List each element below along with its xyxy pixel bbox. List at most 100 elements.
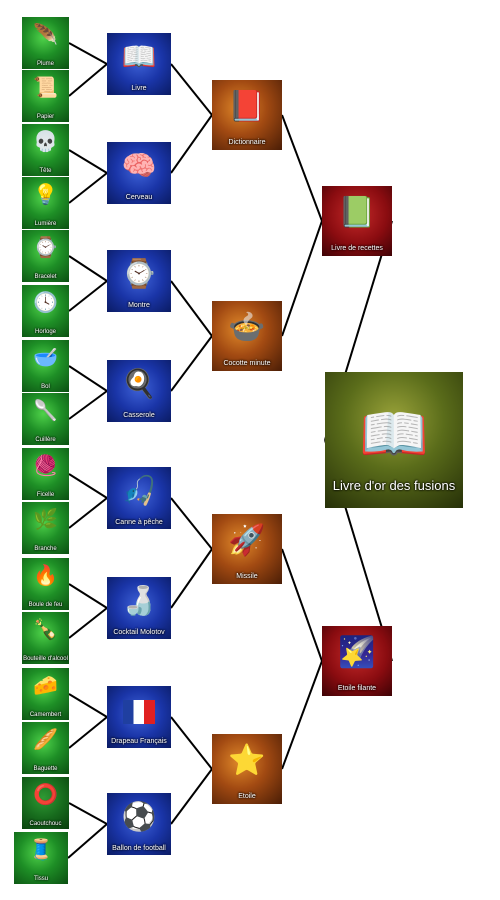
node-tissu[interactable]: 🧵 Tissu: [14, 832, 68, 884]
edge-cocotte_minute-to-livre_de_recettes: [281, 220, 323, 337]
pressure-cooker-icon: 🍲: [228, 311, 266, 344]
edge-baguette-to-drapeau_francais: [68, 716, 108, 749]
feather-icon: 🪶: [33, 24, 58, 46]
edge-boule_de_feu-to-cocktail_molotov: [68, 583, 108, 609]
bottle-icon: 🍾: [33, 619, 58, 641]
node-label: Ballon de football: [112, 845, 166, 852]
node-cocotte-minute[interactable]: 🍲 Cocotte minute: [212, 301, 282, 371]
node-cocktail-molotov[interactable]: 🍶 Cocktail Molotov: [107, 577, 171, 639]
edge-montre-to-cocotte_minute: [170, 280, 213, 337]
node-label: Ficelle: [36, 492, 55, 498]
node-montre[interactable]: ⌚ Montre: [107, 250, 171, 312]
node-etoile[interactable]: ⭐ Etoile: [212, 734, 282, 804]
node-ballon-de-football[interactable]: ⚽ Ballon de football: [107, 793, 171, 855]
edge-livre-to-dictionnaire: [170, 63, 213, 116]
flag-france-icon: [123, 700, 155, 724]
node-bol[interactable]: 🥣 Bol: [22, 340, 69, 392]
node-label: Tissu: [33, 876, 49, 882]
node-etoile-filante[interactable]: 🌠 Etoile filante: [322, 626, 392, 696]
node-label: Casserole: [123, 412, 155, 419]
node-casserole[interactable]: 🍳 Casserole: [107, 360, 171, 422]
node-label: Cerveau: [125, 194, 153, 201]
fireball-icon: 🔥: [33, 565, 58, 587]
edge-drapeau_francais-to-etoile: [170, 716, 213, 770]
node-label: Etoile: [238, 793, 256, 800]
recipe-book-icon: 📗: [338, 196, 376, 229]
node-baguette[interactable]: 🥖 Baguette: [22, 722, 69, 774]
soccer-ball-icon: ⚽: [121, 801, 157, 832]
lightbulb-icon: 💡: [33, 184, 58, 206]
edge-ballon_de_football-to-etoile: [170, 768, 213, 825]
node-label: Caoutchouc: [29, 821, 62, 827]
node-cuillere[interactable]: 🥄 Cuillère: [22, 393, 69, 445]
baguette-icon: 🥖: [33, 729, 58, 751]
node-label: Missile: [236, 573, 258, 580]
node-label: Cuillère: [35, 437, 56, 443]
node-label: Bouteille d'alcool: [23, 656, 68, 662]
node-label: Dictionnaire: [228, 139, 266, 146]
edge-casserole-to-cocotte_minute: [170, 335, 213, 392]
node-camembert[interactable]: 🧀 Camembert: [22, 668, 69, 720]
node-papier[interactable]: 📜 Papier: [22, 70, 69, 122]
clock-icon: 🕓: [33, 292, 58, 314]
branch-icon: 🌿: [33, 509, 58, 531]
node-label: Cocktail Molotov: [113, 629, 165, 636]
node-label: Tête: [39, 168, 52, 174]
open-book-icon: 📖: [121, 41, 157, 72]
node-boule-de-feu[interactable]: 🔥 Boule de feu: [22, 558, 69, 610]
node-label: Bracelet: [34, 274, 57, 280]
node-missile[interactable]: 🚀 Missile: [212, 514, 282, 584]
molotov-icon: 🍶: [121, 585, 157, 616]
node-canne-a-peche[interactable]: 🎣 Canne à pêche: [107, 467, 171, 529]
saucepan-icon: 🍳: [121, 368, 157, 399]
node-drapeau-francais[interactable]: Drapeau Français: [107, 686, 171, 748]
spoon-icon: 🥄: [33, 400, 58, 422]
edge-caoutchouc-to-ballon_de_football: [68, 802, 108, 825]
edge-dictionnaire-to-livre_de_recettes: [281, 114, 323, 222]
bowl-icon: 🥣: [33, 347, 58, 369]
dictionary-icon: 📕: [228, 90, 266, 123]
edge-branche-to-canne_a_peche: [68, 497, 108, 529]
edge-ficelle-to-canne_a_peche: [68, 473, 108, 499]
node-label: Camembert: [29, 712, 62, 718]
node-label: Bol: [41, 384, 50, 390]
node-bracelet[interactable]: ⌚ Bracelet: [22, 230, 69, 282]
fishing-rod-icon: 🎣: [121, 475, 157, 506]
golden-book-icon: 📖: [359, 402, 429, 465]
node-livre-de-recettes[interactable]: 📗 Livre de recettes: [322, 186, 392, 256]
node-cerveau[interactable]: 🧠 Cerveau: [107, 142, 171, 204]
edge-bol-to-casserole: [68, 365, 108, 392]
node-label: Branche: [34, 546, 57, 552]
node-label: Montre: [128, 302, 150, 309]
paper-icon: 📜: [33, 77, 58, 99]
node-caoutchouc[interactable]: ⭕ Caoutchouc: [22, 777, 69, 829]
node-livre[interactable]: 📖 Livre: [107, 33, 171, 95]
edge-cerveau-to-dictionnaire: [170, 114, 213, 174]
node-label: Livre: [131, 85, 147, 92]
edge-missile-to-etoile_filante: [281, 548, 323, 662]
node-label: Livre d'or des fusions: [332, 478, 456, 493]
node-bouteille-d-alcool[interactable]: 🍾 Bouteille d'alcool: [22, 612, 69, 664]
edge-tissu-to-ballon_de_football: [67, 823, 108, 859]
node-tete[interactable]: 💀 Tête: [22, 124, 69, 176]
node-dictionnaire[interactable]: 📕 Dictionnaire: [212, 80, 282, 150]
edge-cuillere-to-casserole: [68, 390, 108, 420]
edge-bracelet-to-montre: [68, 255, 108, 282]
edge-etoile-to-etoile_filante: [281, 660, 323, 770]
string-icon: 🧶: [33, 455, 58, 477]
cheese-icon: 🧀: [33, 675, 58, 697]
tire-icon: ⭕: [33, 784, 58, 806]
node-ficelle[interactable]: 🧶 Ficelle: [22, 448, 69, 500]
node-livre-d-or-des-fusions[interactable]: 📖 Livre d'or des fusions: [325, 372, 463, 508]
edge-papier-to-livre: [68, 63, 108, 97]
node-label: Boule de feu: [28, 602, 63, 608]
edge-tete-to-cerveau: [68, 149, 108, 174]
node-label: Cocotte minute: [223, 360, 271, 367]
node-plume[interactable]: 🪶 Plume: [22, 17, 69, 69]
skull-icon: 💀: [33, 131, 58, 153]
node-label: Canne à pêche: [115, 519, 163, 526]
node-horloge[interactable]: 🕓 Horloge: [22, 285, 69, 337]
node-lumiere[interactable]: 💡 Lumière: [22, 177, 69, 229]
node-branche[interactable]: 🌿 Branche: [22, 502, 69, 554]
watch-icon: ⌚: [121, 258, 157, 289]
